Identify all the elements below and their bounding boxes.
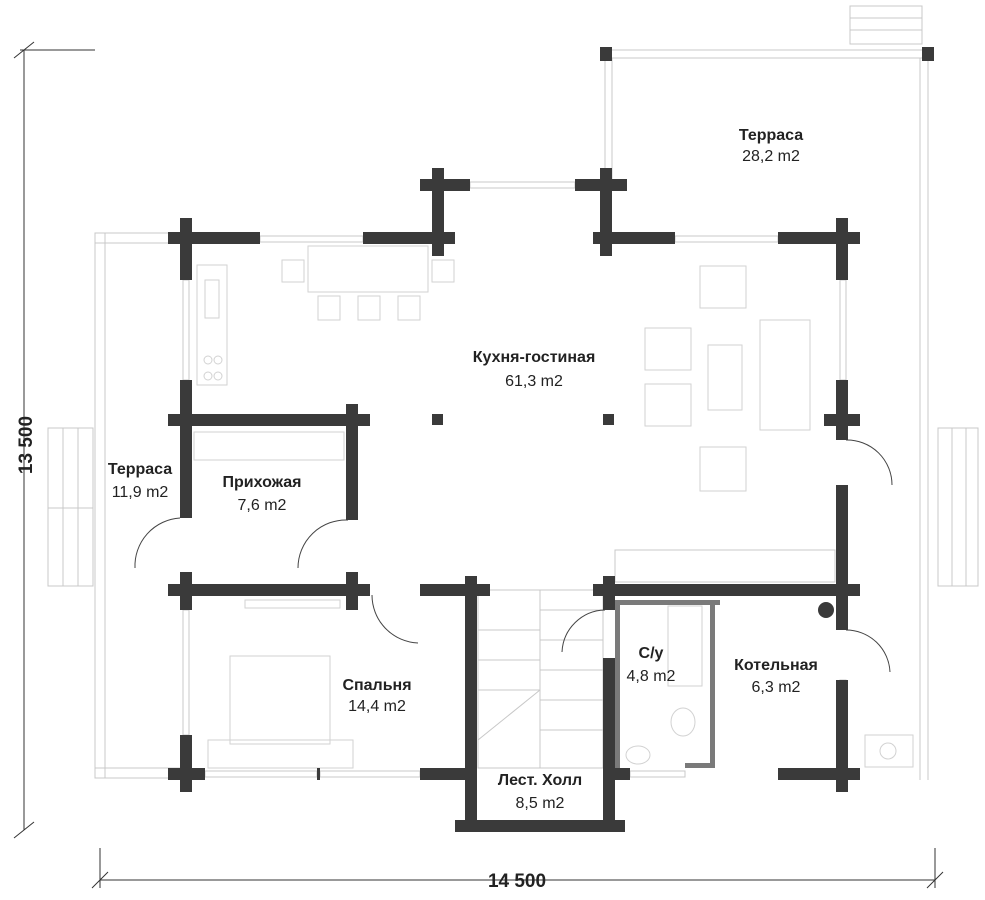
walls: [168, 47, 934, 832]
room-area-terrace-top: 28,2 m2: [742, 148, 800, 165]
dimension-height: 13 500: [16, 416, 37, 474]
dimension-vertical: 13 500: [13, 41, 95, 839]
room-name-terrace-left: Терраса: [108, 461, 172, 478]
room-area-boiler-room: 6,3 m2: [752, 679, 801, 696]
room-name-hallway: Прихожая: [223, 474, 302, 491]
room-name-kitchen-living: Кухня-гостиная: [473, 349, 596, 366]
dimension-width: 14 500: [488, 871, 546, 892]
furniture: [193, 245, 914, 769]
room-labels: Терраса 28,2 m2 Кухня-гостиная 61,3 m2 Т…: [108, 127, 818, 812]
room-area-stair-hall: 8,5 m2: [516, 795, 565, 812]
thin-outlines: [47, 5, 979, 780]
room-area-bedroom: 14,4 m2: [348, 698, 406, 715]
room-area-terrace-left: 11,9 m2: [112, 484, 169, 501]
doors: [134, 439, 893, 673]
room-name-stair-hall: Лест. Холл: [498, 772, 582, 789]
dimension-horizontal: 14 500: [91, 848, 944, 892]
room-name-boiler-room: Котельная: [734, 657, 818, 674]
room-area-kitchen-living: 61,3 m2: [505, 373, 563, 390]
room-area-hallway: 7,6 m2: [238, 497, 287, 514]
room-area-bathroom: 4,8 m2: [627, 668, 676, 685]
room-name-terrace-top: Терраса: [739, 127, 803, 144]
room-name-bedroom: Спальня: [342, 677, 411, 694]
bathroom-partition: [615, 600, 720, 768]
room-name-bathroom: С/у: [639, 645, 664, 662]
